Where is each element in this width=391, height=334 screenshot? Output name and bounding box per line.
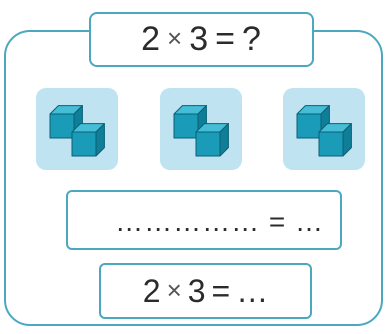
final-times-sign: × <box>166 274 182 305</box>
title-equals-sign: = <box>215 20 236 58</box>
final-right-operand: 3 <box>187 272 206 309</box>
final-left-operand: 2 <box>142 272 161 309</box>
question-equation-box: 2 × 3 = ? <box>89 12 314 67</box>
cube-group-1 <box>36 88 118 170</box>
title-left-operand: 2 <box>141 20 162 58</box>
cube-group-2 <box>160 88 242 170</box>
cube-pair-graphic <box>173 105 229 157</box>
cube-icon <box>71 123 105 157</box>
cube-pair-graphic <box>49 105 105 157</box>
addition-answer-box[interactable]: …………… = … <box>66 190 342 250</box>
addition-blank: …………… = … <box>115 206 324 237</box>
title-times-sign: × <box>167 23 184 53</box>
cube-icon <box>195 123 229 157</box>
final-result: … <box>236 272 269 309</box>
cube-icon <box>318 123 352 157</box>
cube-pair-graphic <box>296 105 352 157</box>
title-result: ? <box>241 20 262 58</box>
cube-group-3 <box>283 88 365 170</box>
title-right-operand: 3 <box>189 20 210 58</box>
final-equals-sign: = <box>211 272 231 309</box>
multiplication-answer-box[interactable]: 2 × 3 = … <box>99 263 312 319</box>
